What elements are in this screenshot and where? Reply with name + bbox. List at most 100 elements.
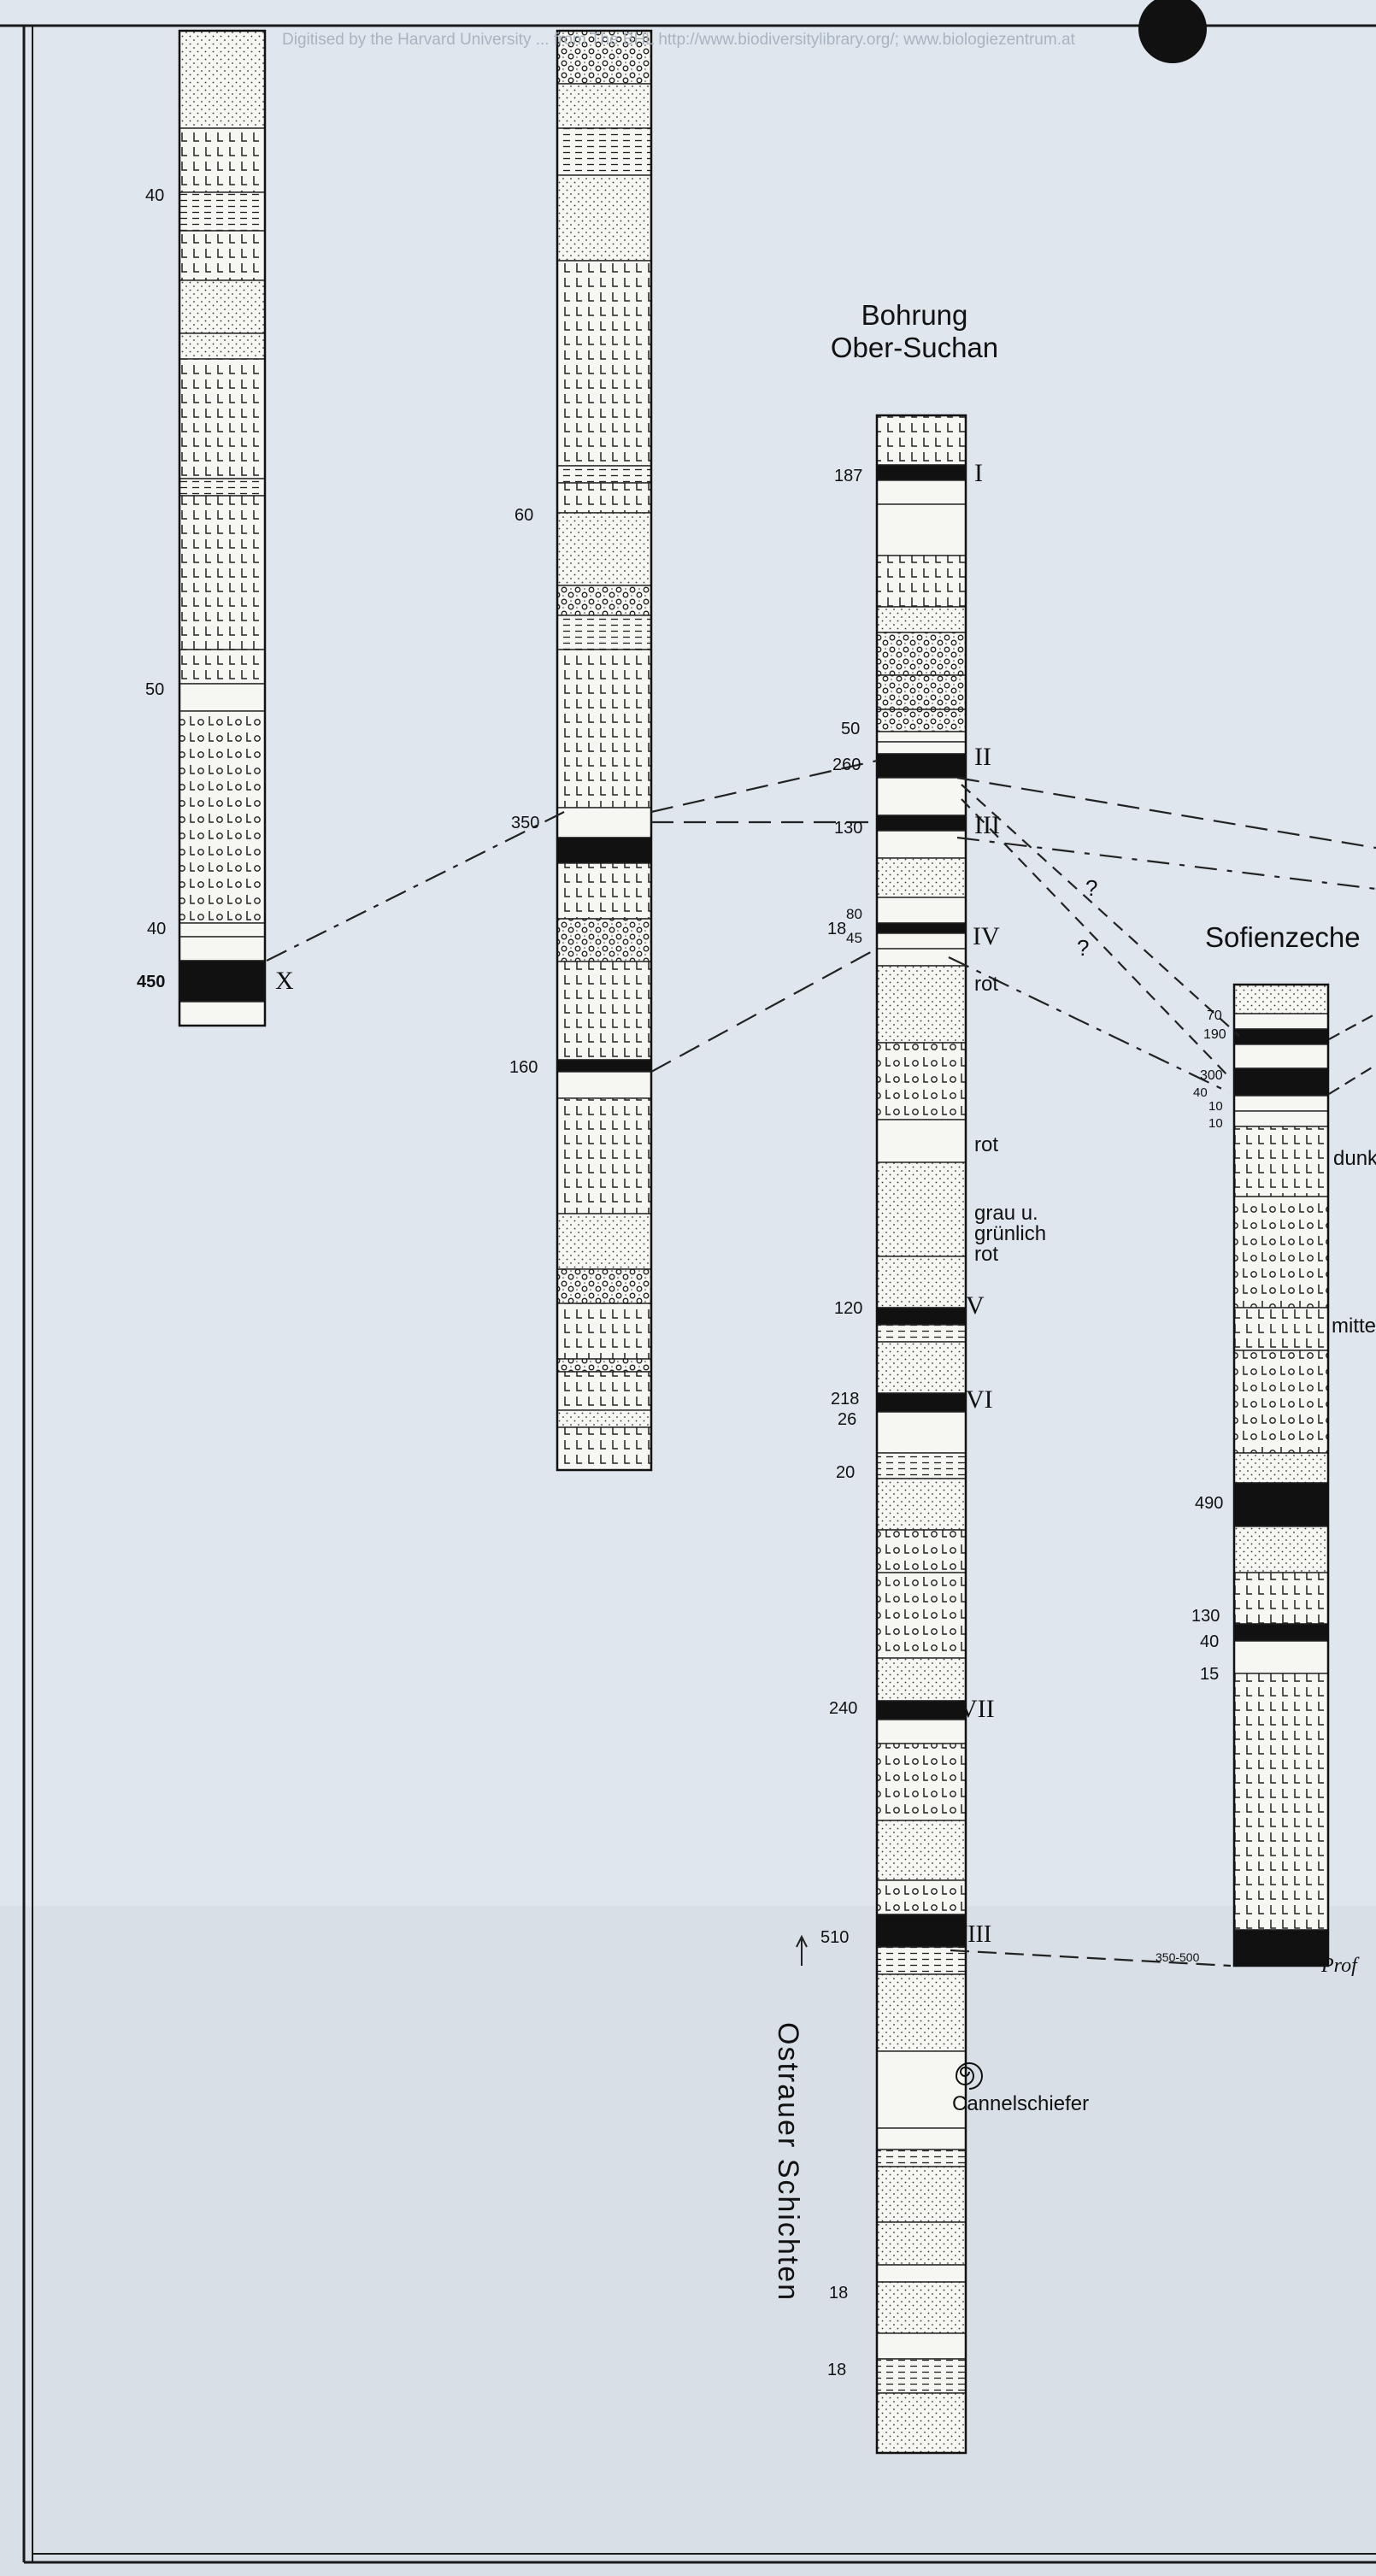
ostrauer-schichten-label: Ostrauer Schichten (772, 2022, 804, 2303)
depth-label: 240 (829, 1699, 858, 1718)
rock-layer (876, 2358, 967, 2394)
rock-layer (556, 1213, 652, 1270)
rock-layer (179, 649, 266, 685)
section-column-2 (556, 29, 653, 1472)
rock-layer (1233, 1013, 1329, 1030)
seam-roman-i: I (974, 459, 983, 487)
rock-layer (179, 495, 266, 650)
rock-layer (556, 260, 652, 467)
lithology-note: rot (974, 1133, 999, 1156)
depth-label: 40 (1200, 1632, 1220, 1651)
depth-label: 350 (511, 814, 540, 832)
rock-layer (876, 2281, 967, 2334)
depth-label: 450 (137, 973, 166, 991)
rock-layer (556, 465, 652, 484)
correlation-line-ii (956, 776, 1376, 850)
rock-layer (179, 710, 266, 924)
rock-layer (1233, 1673, 1329, 1931)
rock-layer (876, 897, 967, 924)
seam-roman-iii: III (974, 811, 1000, 839)
depth-label: 260 (832, 756, 861, 774)
correlation-line-g (1328, 1013, 1376, 1040)
rock-layer (876, 1478, 967, 1531)
rock-layer (179, 922, 266, 938)
rock-layer (556, 649, 652, 809)
rock-layer (179, 358, 266, 479)
question-mark-1: ? (1085, 875, 1097, 901)
rock-layer (1233, 1572, 1329, 1625)
column-outline (875, 414, 967, 2455)
rock-layer (1233, 984, 1329, 1015)
rock-layer (179, 683, 266, 712)
rock-layer (876, 2050, 967, 2129)
depth-label: 70 (1207, 1009, 1222, 1023)
correlation-line-iii (956, 836, 1376, 891)
rock-layer (556, 615, 652, 650)
question-mark-2: ? (1077, 935, 1089, 961)
rock-layer (876, 2392, 967, 2454)
rock-layer (556, 1303, 652, 1360)
rock-layer (876, 1879, 967, 1915)
depth-label: 350-500 (1155, 1950, 1200, 1964)
depth-label: 130 (1191, 1607, 1220, 1626)
rock-layer (1233, 1307, 1329, 1351)
rock-layer (876, 1743, 967, 1821)
depth-label: 160 (509, 1058, 538, 1077)
section-column-1 (178, 29, 267, 1027)
rock-layer (179, 936, 266, 962)
arrow-up (796, 1934, 808, 1966)
rock-layer (876, 2221, 967, 2266)
rock-layer (876, 1042, 967, 1120)
rock-layer (556, 174, 652, 262)
rock-layer (179, 191, 266, 232)
rock-layer (876, 1256, 967, 1309)
rock-layer (876, 606, 967, 633)
depth-label: 26 (838, 1410, 857, 1429)
rock-layer (556, 1071, 652, 1099)
rock-layer (876, 857, 967, 898)
rock-layer (876, 1452, 967, 1479)
rock-layer (876, 503, 967, 556)
rock-layer (179, 30, 266, 129)
depth-label: 60 (515, 506, 534, 525)
rock-layer (556, 482, 652, 514)
seam-roman-vi: VI (966, 1385, 993, 1414)
rock-layer (876, 1657, 967, 1702)
rock-layer (876, 2127, 967, 2150)
rock-layer (876, 2332, 967, 2360)
lithology-note: dunk (1333, 1147, 1376, 1170)
sofienzeche-title: Sofienzeche (1205, 921, 1361, 953)
rock-layer (179, 230, 266, 281)
seam-roman-ii: II (974, 743, 991, 771)
correlation-line-d (961, 784, 1240, 1037)
rock-layer (876, 1341, 967, 1394)
rock-layer (876, 1973, 967, 2052)
seam-roman: X (275, 967, 294, 995)
correlation-line-f (948, 956, 1230, 1093)
depth-label: 40 (145, 186, 165, 205)
lithology-note: grau u. (974, 1202, 1038, 1225)
rock-layer (179, 332, 266, 360)
depth-label: 300 (1200, 1068, 1223, 1083)
rock-layer (876, 1820, 967, 1881)
rock-layer (556, 1426, 652, 1471)
depth-label: 50 (145, 680, 165, 699)
rock-layer (1233, 1095, 1329, 1112)
rock-layer (876, 1572, 967, 1659)
depth-label: 18 (827, 920, 847, 938)
coal-seam-layer (876, 815, 967, 832)
rock-layer (876, 415, 967, 466)
coal-seam-layer (876, 464, 967, 481)
correlation-line-e (961, 798, 1232, 1079)
coal-seam-layer (556, 837, 652, 864)
watermark-text: Digitised by the Harvard University ... … (282, 31, 1075, 49)
rock-layer (876, 1324, 967, 1343)
coal-seam-layer (876, 922, 967, 934)
depth-label: 18 (829, 2284, 849, 2303)
depth-label: 10 (1208, 1116, 1223, 1131)
section-column-bohrung-ober-suchan (875, 414, 967, 2455)
rock-layer (556, 585, 652, 616)
lithology-note: Prof (1321, 1955, 1357, 1977)
depth-label: 40 (1193, 1085, 1208, 1100)
depth-label: 190 (1203, 1027, 1226, 1042)
